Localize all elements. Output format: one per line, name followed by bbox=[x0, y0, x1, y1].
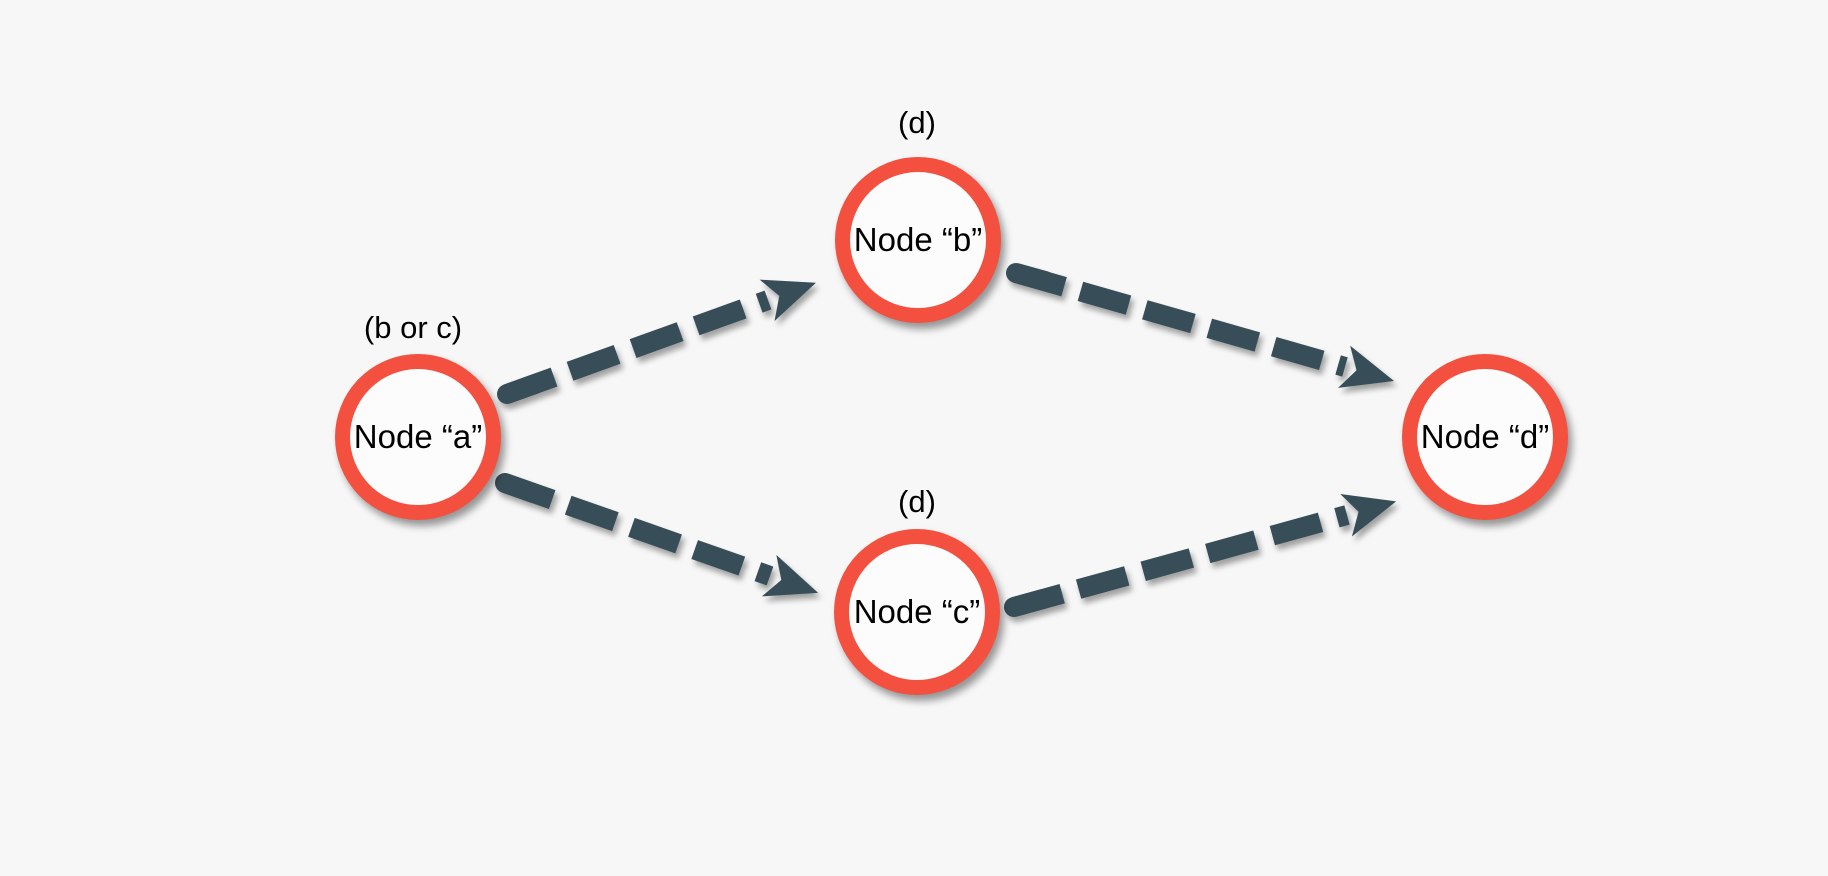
node-label: Node “d” bbox=[1420, 418, 1550, 455]
annotation-node-a: (b or c) bbox=[363, 310, 463, 345]
node-label: Node “b” bbox=[853, 221, 983, 258]
node-b: Node “b” bbox=[835, 157, 1001, 323]
edge-a-to-c bbox=[501, 473, 819, 597]
edge-c-to-d bbox=[1011, 494, 1397, 617]
annotation-node-b: (d) bbox=[898, 105, 936, 140]
node-d: Node “d” bbox=[1402, 354, 1568, 520]
annotation-node-c: (d) bbox=[898, 484, 936, 519]
node-label: Node “a” bbox=[353, 418, 483, 455]
edge-b-to-d bbox=[1013, 263, 1395, 388]
edge-a-to-b bbox=[503, 279, 816, 404]
node-label: Node “c” bbox=[853, 593, 981, 630]
node-a: Node “a” bbox=[335, 354, 501, 520]
node-c: Node “c” bbox=[834, 529, 1000, 695]
